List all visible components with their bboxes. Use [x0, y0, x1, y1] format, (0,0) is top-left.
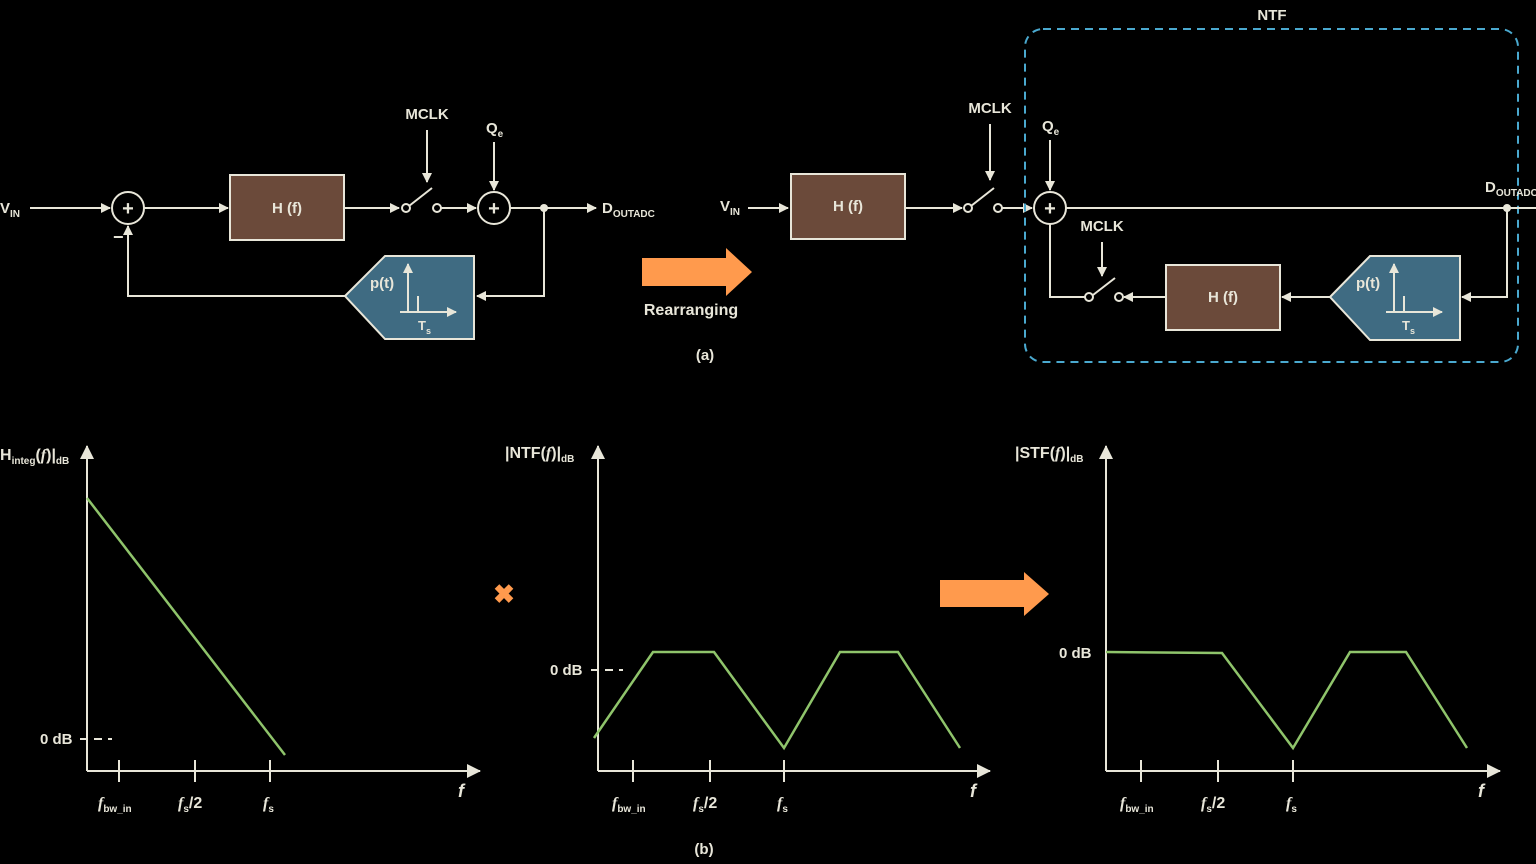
right-ts-label: Ts	[1402, 318, 1415, 336]
plot1-tick-fs2: fs/2	[178, 795, 202, 815]
right-feedback-switch	[1092, 277, 1116, 296]
plot2-tick-fs2: fs/2	[693, 795, 717, 815]
right-hf-label: H (f)	[833, 198, 863, 215]
plot2-tick-fs: fs	[777, 795, 788, 815]
orange-arrow-icon-b	[940, 572, 1049, 616]
left-switch	[408, 187, 433, 207]
plot1-curve	[86, 497, 286, 756]
plot3-zero-db: 0 dB	[1059, 645, 1092, 662]
left-minus-sign: −	[113, 227, 124, 247]
plot3-tick-fbw: fbw_in	[1120, 795, 1154, 815]
left-vin-label: VIN	[0, 200, 20, 220]
right-loop-diagram: VIN H (f) MCLK NTF + Qe DOUTADC p(t) Ts …	[720, 7, 1536, 363]
plot1-zero-db: 0 dB	[40, 731, 73, 748]
caption-a: (a)	[696, 347, 714, 364]
plot2-tick-fbw: fbw_in	[612, 795, 646, 815]
left-hf-label: H (f)	[272, 200, 302, 217]
right-switch	[970, 187, 995, 207]
ntf-label: NTF	[1257, 7, 1286, 24]
svg-text:+: +	[488, 198, 500, 220]
plot-ntf: |NTF(f)|dB 0 dB fbw_in fs/2 fs f	[505, 445, 991, 815]
left-qe-label: Qe	[486, 120, 504, 140]
plot3-x-axis-label: f	[1478, 781, 1486, 801]
right-vin-label: VIN	[720, 198, 740, 218]
svg-text:+: +	[1044, 198, 1056, 220]
plot3-curve	[1105, 650, 1469, 751]
right-mclk-label: MCLK	[968, 100, 1011, 117]
multiply-icon: ✖	[493, 579, 515, 609]
orange-arrow-icon	[642, 248, 752, 296]
right-feedback-hf-block	[1165, 264, 1281, 331]
right-pt-label: p(t)	[1356, 275, 1380, 292]
plot2-zero-db: 0 dB	[550, 662, 583, 679]
plot1-ylabel: Hinteg(f)|dB	[0, 447, 69, 467]
plot-integrator: Hinteg(f)|dB 0 dB fbw_in fs/2 fs f	[0, 445, 481, 815]
plot1-tick-fbw: fbw_in	[98, 795, 132, 815]
plot3-tick-fs2: fs/2	[1201, 795, 1225, 815]
plot3-ylabel: |STF(f)|dB	[1015, 445, 1084, 465]
plot2-ylabel: |NTF(f)|dB	[505, 445, 574, 465]
plot2-x-axis-label: f	[970, 781, 978, 801]
right-hf-block	[790, 173, 906, 240]
right-dout-label: DOUTADC	[1485, 179, 1536, 199]
rearranging-label: Rearranging	[644, 302, 738, 319]
right-mclk2-label: MCLK	[1080, 218, 1123, 235]
left-pt-block	[343, 255, 475, 340]
rearranging-arrow: Rearranging	[642, 248, 752, 319]
left-mclk-label: MCLK	[405, 106, 448, 123]
plot3-tick-fs: fs	[1286, 795, 1297, 815]
left-pt-label: p(t)	[370, 275, 394, 292]
left-hf-block	[229, 174, 345, 241]
caption-b: (b)	[694, 841, 713, 858]
left-loop-diagram: VIN + − H (f) MCLK + Qe DOUTADC p(t) Ts	[0, 106, 655, 340]
left-ts-label: Ts	[418, 318, 431, 336]
plot1-x-axis-label: f	[458, 781, 466, 801]
ntf-dashed-box	[1024, 28, 1519, 363]
plot2-curve	[592, 650, 962, 751]
plot-stf: |STF(f)|dB 0 dB fbw_in fs/2 fs f	[1015, 445, 1501, 815]
svg-text:+: +	[122, 198, 134, 220]
left-dout-label: DOUTADC	[602, 200, 655, 220]
right-feedback-hf-label: H (f)	[1208, 289, 1238, 306]
plot1-tick-fs: fs	[263, 795, 274, 815]
right-qe-label: Qe	[1042, 118, 1060, 138]
